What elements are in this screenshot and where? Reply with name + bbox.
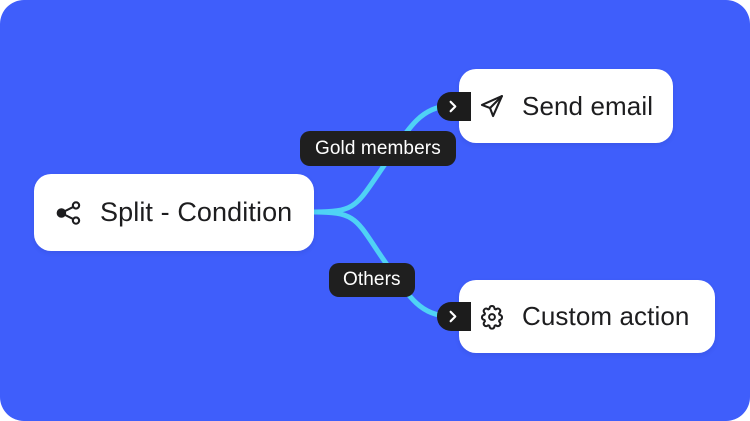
edge-label-others-text: Others xyxy=(343,269,401,290)
node-custom-action[interactable]: Custom action xyxy=(459,280,715,353)
gear-icon xyxy=(477,302,507,332)
port-badge-custom-action[interactable] xyxy=(437,302,471,331)
node-split-condition-label: Split - Condition xyxy=(100,197,293,227)
node-custom-action-label: Custom action xyxy=(522,301,690,331)
share-icon xyxy=(54,198,84,228)
paper-plane-icon xyxy=(477,91,507,121)
edge-label-others[interactable]: Others xyxy=(329,263,415,297)
chevron-right-icon xyxy=(445,309,460,324)
edge-label-gold-members-text: Gold members xyxy=(315,137,441,159)
port-badge-send-email[interactable] xyxy=(437,92,471,121)
node-split-condition[interactable]: Split - Condition xyxy=(34,174,314,251)
node-send-email[interactable]: Send email xyxy=(459,69,673,143)
edge-label-gold-members[interactable]: Gold members xyxy=(300,131,456,166)
chevron-right-icon xyxy=(445,99,460,114)
node-send-email-label: Send email xyxy=(522,90,654,121)
